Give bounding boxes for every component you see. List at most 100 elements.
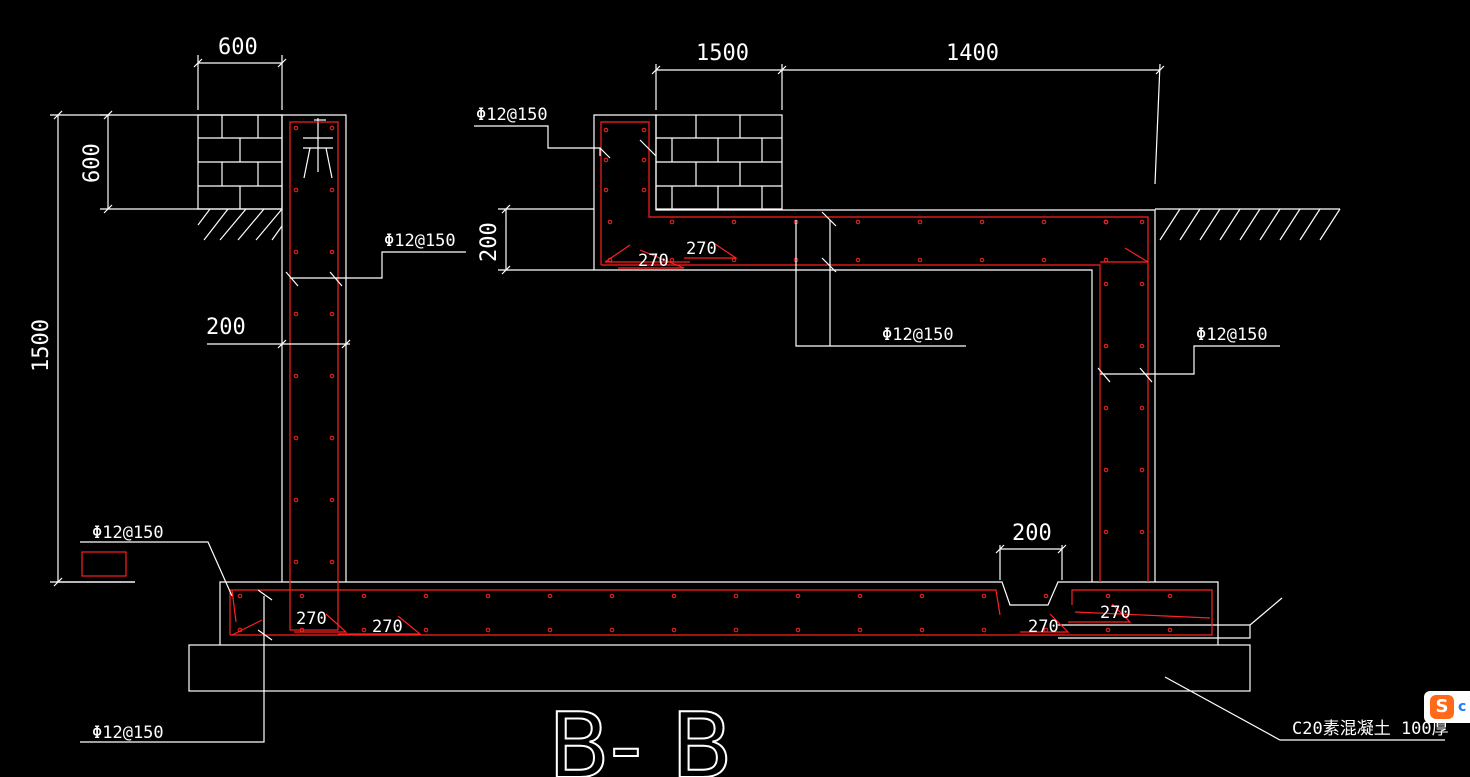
rebar-dot — [603, 187, 609, 193]
dimension-texts: 600 1500 1400 600 1500 200 200 200 — [29, 35, 1052, 546]
anchor-marks — [294, 241, 1132, 635]
rebar-dot — [857, 593, 863, 599]
anchor-length: 270 — [686, 239, 717, 259]
rebar-dot — [1139, 467, 1145, 473]
anchor-length: 270 — [372, 617, 403, 637]
leader-lines — [56, 125, 1445, 743]
rebar-dot — [1103, 343, 1109, 349]
blinding-concrete — [188, 644, 1251, 692]
rebar-dot — [299, 593, 305, 599]
rebar-dot — [293, 497, 299, 503]
anchor-length: 270 — [638, 251, 669, 271]
rebar-label-base-lower: Φ12@150 — [92, 723, 164, 743]
base-rebar-top — [230, 589, 1001, 616]
rebar-dot — [607, 219, 613, 225]
sogou-ime-icon[interactable]: S c — [1424, 691, 1470, 723]
anchor-length: 270 — [1100, 603, 1131, 623]
dim-left-height-small: 600 — [80, 143, 105, 183]
dim-left-height-total: 1500 — [29, 319, 54, 372]
rebar-dot — [1103, 257, 1109, 263]
rebar-dot — [733, 593, 739, 599]
rebar-dot — [641, 157, 647, 163]
rebar-dot — [293, 435, 299, 441]
base-slab — [219, 581, 1219, 645]
rebar-dot — [855, 257, 861, 263]
rebar-dot — [237, 627, 243, 633]
sogou-logo-icon: S — [1430, 695, 1454, 719]
dim-right-gap: 200 — [1012, 521, 1052, 546]
rebar-dot — [603, 157, 609, 163]
rebar-label-left-wall: Φ12@150 — [384, 231, 456, 251]
drain-edge — [1058, 624, 1251, 639]
rebar-dot — [1139, 281, 1145, 287]
rebar-dot — [1139, 219, 1145, 225]
rebar-dot — [731, 219, 737, 225]
dim-slab-thickness: 200 — [477, 222, 502, 262]
drain-break — [1249, 597, 1283, 626]
rebar-dot — [795, 593, 801, 599]
rebar-dot — [329, 125, 335, 131]
rebar-dot — [1105, 627, 1111, 633]
rebar-dot — [671, 593, 677, 599]
base-rebar-bottom — [230, 589, 1213, 636]
rebar-dot — [671, 627, 677, 633]
rebar-dot — [329, 311, 335, 317]
rebar-dot — [361, 593, 367, 599]
rebar-dots — [237, 125, 1173, 633]
rebar-dot — [485, 593, 491, 599]
top-slab-inner — [594, 269, 1093, 582]
dim-top-left-width: 600 — [218, 35, 258, 60]
anchor-length: 270 — [296, 609, 327, 629]
rail-symbol — [303, 118, 333, 179]
rebar-dot — [1167, 593, 1173, 599]
rebar-dot — [423, 593, 429, 599]
rebar-dot — [919, 593, 925, 599]
rebar-dot — [1103, 529, 1109, 535]
rebar-dot — [423, 627, 429, 633]
concrete-note: C20素混凝土 100厚 — [1292, 719, 1449, 739]
rebar-dot — [329, 497, 335, 503]
rebar-dot — [919, 627, 925, 633]
rebar-dot — [329, 249, 335, 255]
brick-left — [197, 114, 283, 210]
rebar-dot — [979, 219, 985, 225]
dim-wall-thickness: 200 — [206, 315, 246, 340]
rebar-dot — [917, 219, 923, 225]
rebar-dot — [361, 627, 367, 633]
rebar-dot — [293, 125, 299, 131]
rebar-dot — [329, 559, 335, 565]
rebar-dot — [669, 257, 675, 263]
rebar-label-texts: Φ12@150 Φ12@150 Φ12@150 Φ12@150 Φ12@150 … — [92, 105, 1268, 743]
rebar-dot — [293, 373, 299, 379]
anchor-length-texts: 270 270 270 270 270 270 — [296, 239, 1131, 637]
section-title: B- B — [548, 694, 733, 777]
top-slab-rebar-inner — [601, 264, 1101, 582]
rebar-dot — [237, 593, 243, 599]
rebar-label-top-left-wall: Φ12@150 — [476, 105, 548, 125]
rebar-dot — [1105, 593, 1111, 599]
rebar-dot — [641, 187, 647, 193]
reinforcement — [229, 121, 1213, 636]
rebar-dot — [609, 593, 615, 599]
rebar-dot — [293, 249, 299, 255]
rebar-label-right-wall: Φ12@150 — [1196, 325, 1268, 345]
rebar-dot — [1041, 257, 1047, 263]
rebar-dot — [485, 627, 491, 633]
rebar-dot — [293, 559, 299, 565]
ground-hatch-left — [197, 208, 283, 241]
rebar-dot — [547, 593, 553, 599]
rebar-dot — [329, 373, 335, 379]
rebar-dot — [855, 219, 861, 225]
rebar-dot — [1139, 529, 1145, 535]
ime-mode-icon: c — [1458, 699, 1467, 715]
rebar-dot — [329, 435, 335, 441]
rebar-dot — [731, 257, 737, 263]
top-slab-outer — [593, 114, 1156, 582]
brick-right — [655, 114, 783, 210]
rebar-dot — [733, 627, 739, 633]
rebar-dot — [1103, 405, 1109, 411]
rebar-dot — [293, 187, 299, 193]
left-wall-rebar — [289, 121, 339, 631]
ground-hatch-right — [1155, 208, 1341, 241]
